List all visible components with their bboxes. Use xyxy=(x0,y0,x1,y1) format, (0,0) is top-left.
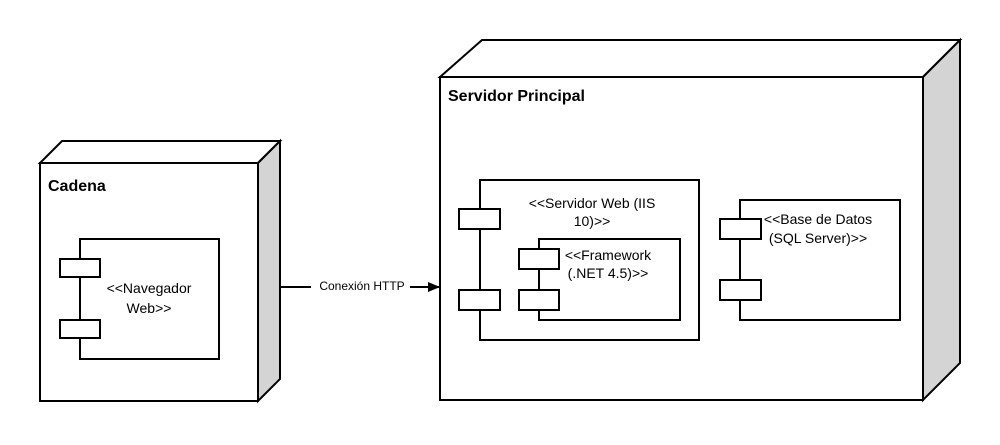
node-servidor-title: Servidor Principal xyxy=(448,88,585,105)
node-cadena[interactable]: Cadena <<Navegador Web>> xyxy=(37,138,283,404)
component-base-de-datos[interactable]: <<Base de Datos (SQL Server)>> xyxy=(719,199,901,321)
servidor-web-label-line1: <<Servidor Web (IIS xyxy=(529,195,656,211)
component-port-top xyxy=(59,258,101,278)
base-de-datos-label-line2: (SQL Server)>> xyxy=(769,230,867,246)
component-base-de-datos-body xyxy=(739,199,901,321)
servidor-web-label-line2: 10)>> xyxy=(574,213,611,229)
component-framework-body xyxy=(538,238,681,321)
component-port-top xyxy=(719,218,762,240)
component-port-bottom xyxy=(59,319,101,339)
node-servidor-side-face xyxy=(922,37,961,403)
navegador-label-line1: <<Navegador xyxy=(107,280,192,296)
connection-label: Conexión HTTP xyxy=(319,279,404,293)
framework-label-line2: (.NET 4.5)>> xyxy=(568,265,649,281)
node-cadena-title: Cadena xyxy=(48,178,106,195)
node-servidor-principal[interactable]: Servidor Principal <<Servidor Web (IIS 1… xyxy=(437,37,963,403)
component-port-bottom xyxy=(518,289,560,311)
framework-label-line1: <<Framework xyxy=(565,247,652,263)
component-port-bottom xyxy=(719,279,762,301)
component-navegador-body xyxy=(79,238,220,360)
connection-http[interactable]: Conexión HTTP xyxy=(281,279,440,293)
node-cadena-side-face xyxy=(257,138,281,404)
component-framework[interactable]: <<Framework (.NET 4.5)>> xyxy=(518,238,681,321)
component-port-top xyxy=(518,248,560,270)
node-servidor-top-face xyxy=(437,39,963,78)
node-cadena-top-face xyxy=(37,140,283,164)
component-navegador-web[interactable]: <<Navegador Web>> xyxy=(59,238,220,360)
base-de-datos-label-line1: <<Base de Datos xyxy=(764,211,872,227)
component-port-bottom xyxy=(458,289,501,311)
navegador-label-line2: Web>> xyxy=(127,300,172,316)
component-servidor-web[interactable]: <<Servidor Web (IIS 10)>> <<Framework (.… xyxy=(458,179,700,341)
component-port-top xyxy=(458,208,501,230)
